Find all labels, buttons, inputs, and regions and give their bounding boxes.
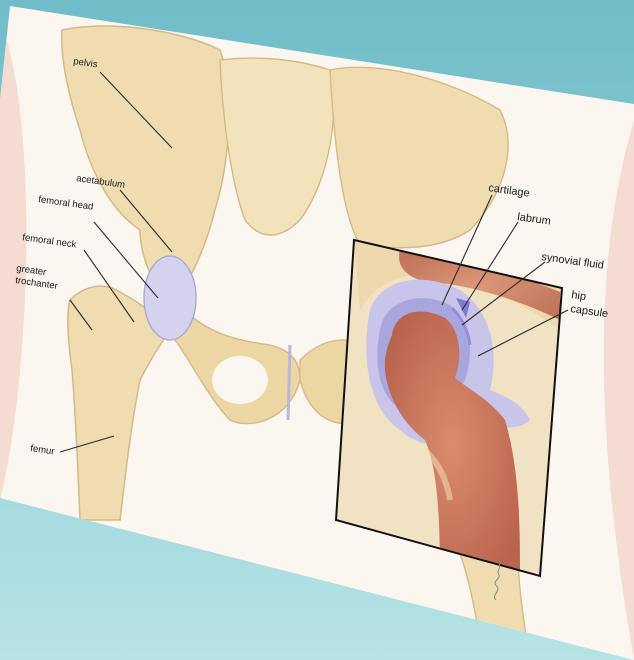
label-hip-capsule-1: hip [571, 289, 587, 303]
obturator-foramen [212, 356, 268, 404]
symphysis-cartilage [288, 345, 290, 420]
cross-section-inset [336, 240, 562, 580]
femoral-head-left [144, 256, 196, 340]
